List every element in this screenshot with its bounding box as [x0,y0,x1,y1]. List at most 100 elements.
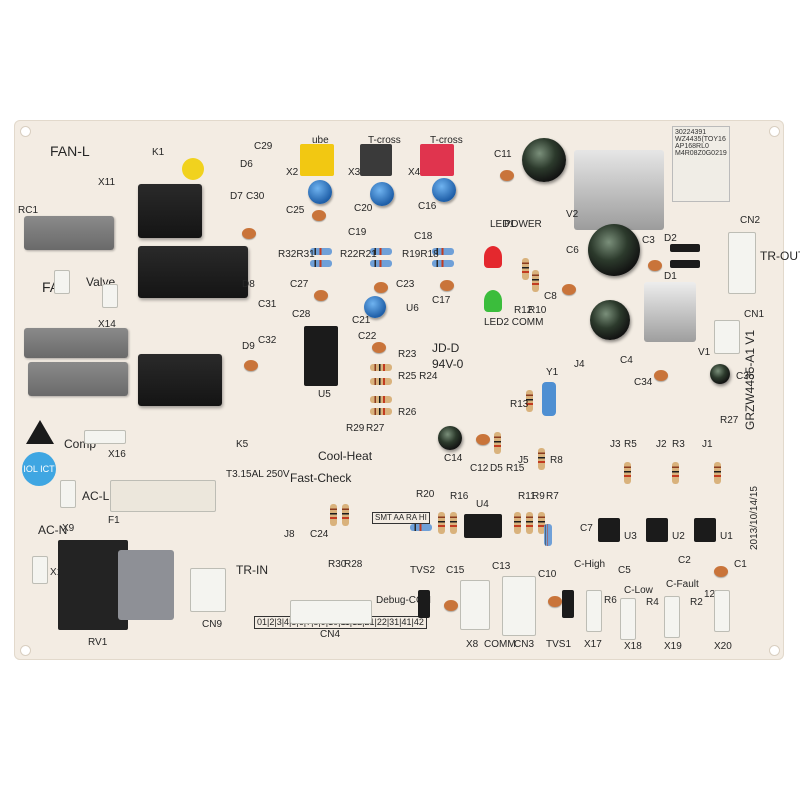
electrolytic-capacitor [364,296,386,318]
label-cn9: CN9 [202,619,223,630]
connector-cn3[interactable] [502,576,536,636]
dip-switch-row: SMT AA RA HI [372,512,430,524]
label-x20: X20 [714,641,732,652]
label-c5: C5 [618,565,631,576]
label-power: POWER [504,219,542,230]
label-c7: C7 [580,523,593,534]
label-r2: R2 [690,597,703,608]
label-d9: D9 [242,341,255,352]
resistor [624,462,631,484]
label-c23: C23 [396,279,415,290]
diode-d1 [670,260,700,268]
label-c17: C17 [432,295,451,306]
ceramic-capacitor [476,434,490,445]
label-x16: X16 [108,449,126,460]
label-k1: K1 [152,147,165,158]
label-comm: COMM [484,639,516,650]
label-x2: X2 [286,167,299,178]
connector-fan[interactable] [54,270,70,294]
label-tvs1: TVS1 [546,639,572,650]
connector-x20[interactable] [714,590,730,632]
label-x8: X8 [466,639,479,650]
label-d2: D2 [664,233,677,244]
label-c6: C6 [566,245,579,256]
label-12v: 12V [704,589,722,600]
label-r30: R30 [328,559,347,570]
resistor [514,512,521,534]
label-c1: C1 [734,559,747,570]
connector-valve[interactable] [102,284,118,308]
ceramic-capacitor [374,282,388,293]
electrolytic-capacitor [370,182,394,206]
heatsink-v1 [644,282,696,342]
connector-tr-out[interactable] [728,232,756,294]
connector-red[interactable] [420,144,454,176]
connector-x18[interactable] [620,598,636,640]
label-d6: D6 [240,159,253,170]
resistor [370,408,392,415]
label-c30: C30 [246,191,265,202]
connector-x17[interactable] [586,590,602,632]
led-power [484,246,502,268]
mounting-hole [20,645,31,656]
ceramic-capacitor [372,342,386,353]
label-ac-l: AC-L [82,489,110,503]
connector-ac-n[interactable] [32,556,48,584]
label-debug-con: Debug-CON [376,595,432,606]
label-r10: R10 [528,305,547,316]
label-c35: C35 [736,371,755,382]
label-c28: C28 [292,309,311,320]
label-c14: C14 [444,453,463,464]
label-r22r21: R22R21 [340,249,377,260]
label-u6: U6 [406,303,419,314]
connector-black[interactable] [360,144,392,176]
label-fast-check: Fast-Check [290,471,352,485]
label-j5: J5 [518,455,529,466]
label-f1: F1 [108,515,120,526]
label-rc1: RC1 [18,205,39,216]
electrolytic-capacitor-c35 [710,364,730,384]
connector-cn1[interactable] [714,320,740,354]
transformer [58,540,128,630]
resistor [432,260,454,267]
electrolytic-capacitor [432,178,456,202]
label-r11: R11 [518,491,536,502]
connector-comp[interactable] [84,430,126,444]
label-c25: C25 [286,205,305,216]
ceramic-capacitor [444,600,458,611]
label-c29: C29 [254,141,273,152]
label-c22: C22 [358,331,377,342]
resistor [522,258,529,280]
label-u5: U5 [318,389,331,400]
board-model: GRZW4435-A1 V1 [743,329,757,430]
connector-comm[interactable] [460,580,490,630]
resistor [544,524,552,546]
label-c34: C34 [634,377,653,388]
label-rv1: RV1 [88,637,108,648]
label-c32: C32 [258,335,277,346]
resistor [532,270,539,292]
label-line: 30224391 [675,129,707,136]
connector-cn4[interactable] [290,600,372,624]
label-r23: R23 [398,349,417,360]
ceramic-capacitor [242,228,256,239]
connector-ac-l[interactable] [60,480,76,508]
label-ac-n: AC-N [38,523,68,537]
label-cn4: CN4 [320,629,341,640]
connector-tr-in[interactable] [190,568,226,612]
label-x4: X4 [408,167,421,178]
resistor [370,260,392,267]
connector-x19[interactable] [664,596,680,638]
label-r20: R20 [416,489,435,500]
resistor [450,512,457,534]
label-v1: V1 [698,347,711,358]
label-cool-heat: Cool-Heat [318,449,373,463]
label-x14: X14 [98,319,116,330]
ul-mark: 94V-0 [432,357,464,371]
transformer-core [118,550,174,620]
label-v2: V2 [566,209,579,220]
label-r15: R15 [506,463,525,474]
connector-yellow[interactable] [300,144,334,176]
fuse-holder [110,480,216,512]
label-c19: C19 [348,227,367,238]
